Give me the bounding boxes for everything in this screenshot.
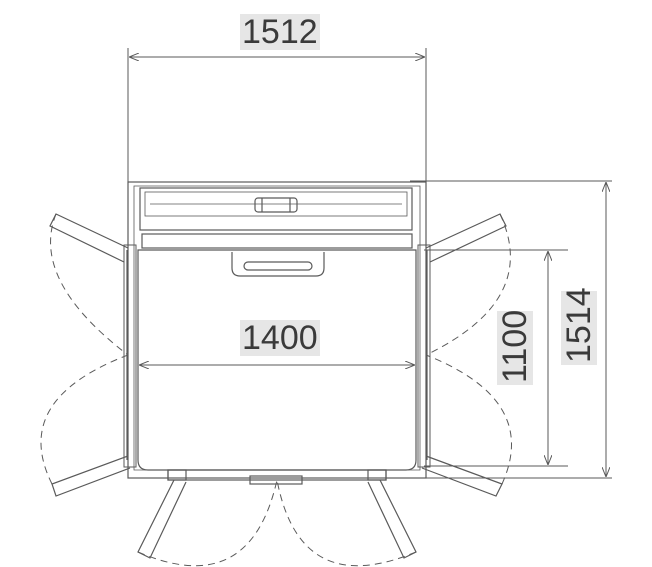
label-top-width: 1512: [240, 13, 320, 51]
left-upper-door: [49, 213, 129, 356]
label-outer-height: 1514: [560, 287, 598, 365]
label-inner-width: 1400: [240, 319, 320, 357]
cabin-body: [123, 181, 431, 485]
right-upper-door: [425, 213, 511, 356]
handle-icon: [254, 197, 298, 213]
dimension-inner-height: [424, 249, 568, 467]
label-inner-height: 1100: [496, 309, 534, 385]
right-lower-door: [421, 354, 512, 497]
bottom-right-door: [276, 479, 417, 567]
bottom-left-door: [137, 479, 278, 567]
dimension-outer-height: [410, 180, 612, 479]
dimension-top-width: [127, 48, 427, 182]
left-lower-door: [40, 354, 131, 497]
